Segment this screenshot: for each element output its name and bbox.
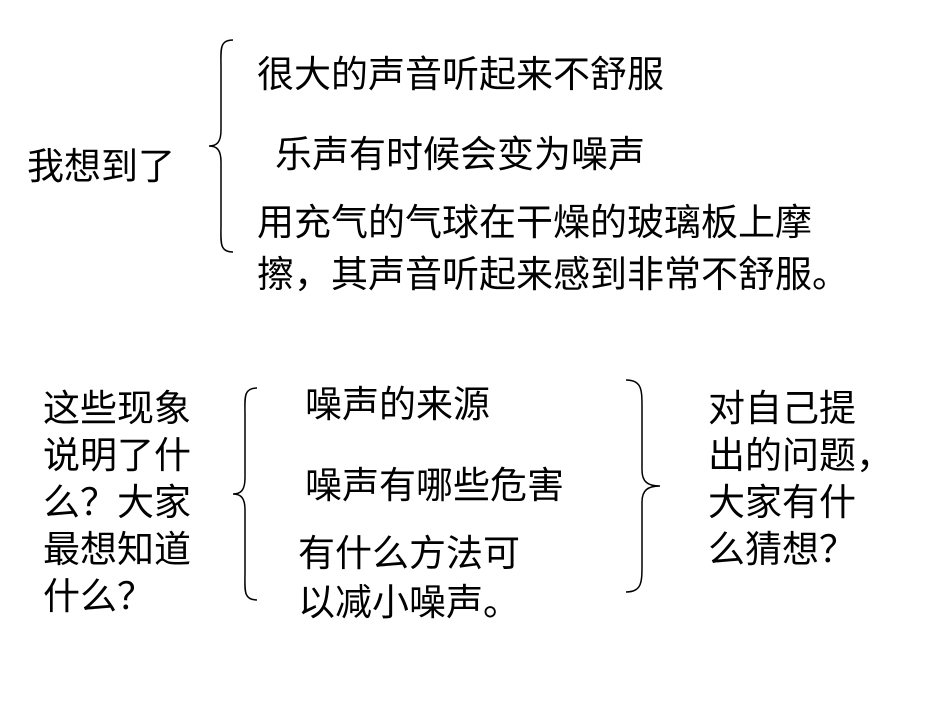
top-item-2: 乐声有时候会变为噪声	[275, 133, 645, 176]
bottom-item-1: 噪声的来源	[305, 383, 490, 426]
bottom-prompt-line-2: 出的问题，	[708, 433, 893, 477]
bottom-item-3-line-2: 以减小噪声。	[298, 581, 520, 624]
top-item-3-line-2: 擦，其声音听起来感到非常不舒服。	[257, 253, 849, 296]
top-label: 我想到了	[27, 145, 175, 188]
bottom-prompt-line-1: 对自己提	[708, 387, 856, 430]
top-left-brace	[208, 39, 234, 253]
bottom-question: 这些现象 说明了什 么？大家 最想知道 什么？	[43, 386, 191, 621]
bottom-item-3-line-1: 有什么方法可	[298, 532, 520, 575]
top-item-1: 很大的声音听起来不舒服	[257, 53, 664, 96]
bottom-prompt: 对自己提 出的问题， 大家有什 么猜想？	[708, 386, 893, 574]
bottom-prompt-line-3: 大家有什	[708, 480, 856, 524]
bottom-question-line-2: 说明了什	[43, 433, 191, 477]
bottom-left-brace	[232, 387, 258, 601]
top-item-3-line-1: 用充气的气球在干燥的玻璃板上摩	[257, 201, 812, 244]
bottom-question-line-4: 最想知道	[43, 527, 191, 571]
bottom-question-line-1: 这些现象	[43, 387, 191, 430]
bottom-question-line-5: 什么？	[43, 574, 154, 618]
bottom-question-line-3: 么？大家	[43, 480, 191, 524]
bottom-right-brace	[625, 379, 661, 593]
bottom-item-2: 噪声有哪些危害	[305, 464, 564, 507]
bottom-prompt-line-4: 么猜想？	[708, 527, 856, 571]
